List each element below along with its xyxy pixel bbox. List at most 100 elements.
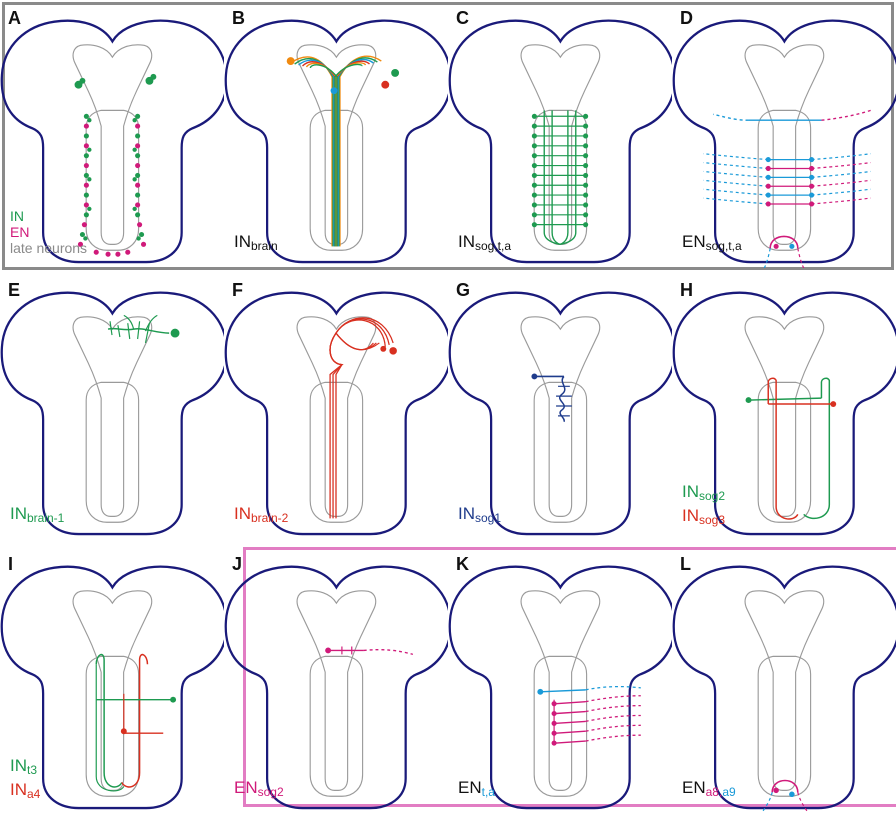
- segment-neuron-soma: [139, 232, 144, 237]
- interneuron-soma: [532, 202, 537, 207]
- efferent-nerve-exit: [821, 110, 870, 120]
- ventral-nerve-cord-outline: [534, 656, 586, 796]
- segment-neuron-soma: [84, 173, 89, 178]
- caption-main: IN: [10, 504, 27, 523]
- efferent-neuron-axon: [556, 721, 586, 723]
- segment-neuron-soma: [87, 207, 91, 211]
- legend-in: IN: [10, 208, 87, 224]
- caption-line-1: INsog2: [682, 482, 725, 506]
- caption-sub: sog2: [258, 785, 284, 799]
- caption-sub-a9: a9: [722, 785, 735, 799]
- embryo-diagram-l: [672, 546, 896, 814]
- caption-sub: sog2: [699, 489, 725, 503]
- caption-sub: brain-2: [251, 511, 288, 525]
- embryo-diagram-f: [224, 272, 448, 540]
- panel-caption: ENa8,a9: [682, 778, 736, 802]
- efferent-nerve-exit: [586, 715, 641, 721]
- embryo-diagram-k: [448, 546, 672, 814]
- efferent-neuron-soma: [809, 175, 814, 180]
- ventral-nerve-cord-outline: [534, 382, 586, 522]
- efferent-neuron-soma: [809, 157, 814, 162]
- panel-label: K: [456, 554, 469, 575]
- brain-neuron-soma: [79, 78, 85, 84]
- segment-neuron-soma: [84, 183, 89, 188]
- panel-caption: INt3 INa4: [10, 756, 40, 804]
- segment-neuron-soma: [135, 114, 140, 119]
- caption-sub: brain-1: [27, 511, 64, 525]
- segment-neuron-soma: [135, 153, 140, 158]
- interneuron-soma: [532, 183, 537, 188]
- interneuron-soma: [746, 397, 752, 403]
- panel-label: G: [456, 280, 470, 301]
- segment-neuron-soma: [135, 163, 140, 168]
- brain-neuron-soma: [171, 329, 180, 338]
- segment-neuron-soma: [132, 118, 136, 122]
- panel-caption: INbrain-1: [10, 504, 64, 528]
- segment-neuron-soma: [84, 163, 89, 168]
- caption-line-1: INt3: [10, 756, 40, 780]
- efferent-neuron-axon: [556, 741, 586, 743]
- efferent-neuron-soma: [809, 193, 814, 198]
- brain-neuropil-outline: [745, 317, 824, 517]
- segment-neuron-soma: [84, 133, 89, 138]
- caption-main: IN: [10, 756, 27, 775]
- panel-b: B INbrain: [224, 0, 448, 268]
- interneuron-soma: [532, 124, 537, 129]
- interneuron-soma: [531, 373, 537, 379]
- efferent-nerve-exit: [812, 171, 871, 177]
- efferent-nerve-exit: [586, 725, 641, 731]
- legend: IN EN late neurons: [10, 208, 87, 256]
- caption-sub: t3: [27, 763, 37, 777]
- segment-neuron-soma: [137, 222, 142, 227]
- segment-neuron-soma: [135, 212, 140, 217]
- ventral-nerve-cord-outline: [310, 656, 362, 796]
- efferent-nerve-exit: [812, 198, 871, 204]
- segment-neuron-soma: [84, 114, 89, 119]
- panel-g: G INsog1: [448, 272, 672, 540]
- panel-caption: ENsog,t,a: [682, 232, 742, 256]
- caption-sub: a4: [27, 787, 40, 801]
- efferent-neuron-axon: [556, 702, 586, 704]
- embryo-diagram-d: [672, 0, 896, 268]
- segment-neuron-soma: [132, 207, 136, 211]
- brain-interneuron-axon: [291, 57, 332, 246]
- interneuron-soma: [532, 114, 537, 119]
- interneuron-soma: [583, 173, 588, 178]
- brain-interneuron-axon: [338, 60, 373, 247]
- efferent-neuron-axon: [540, 690, 585, 692]
- segment-neuron-soma: [132, 177, 136, 181]
- brain-neuropil-outline: [745, 591, 824, 791]
- ventral-nerve-cord-outline: [86, 656, 138, 796]
- embryo-diagram-c: [448, 0, 672, 268]
- interneuron-soma: [532, 133, 537, 138]
- brain-interneuron-axon: [339, 58, 377, 246]
- segment-neuron-soma: [141, 242, 146, 247]
- caption-line-2: INa4: [10, 780, 40, 804]
- efferent-neuron-soma: [766, 193, 771, 198]
- interneuron-soma: [532, 153, 537, 158]
- caption-sub: t,a: [482, 785, 495, 799]
- interneuron-soma: [583, 153, 588, 158]
- panel-i: I INt3 INa4: [0, 546, 224, 814]
- interneuron-longitudinal-axon: [804, 378, 830, 518]
- efferent-neuron-axon: [556, 712, 586, 714]
- brain-neuropil-outline: [745, 45, 824, 245]
- brain-neuron-soma: [150, 74, 156, 80]
- caption-sub: sog3: [699, 513, 725, 527]
- interneuron-longitudinal-axon: [96, 655, 122, 787]
- segment-neuron-soma: [135, 183, 140, 188]
- embryo-diagram-j: [224, 546, 448, 814]
- ventral-nerve-cord-outline: [86, 110, 138, 250]
- interneuron-soma: [532, 143, 537, 148]
- terminal-neuron-soma: [105, 252, 110, 257]
- panel-h: H INsog2 INsog3: [672, 272, 896, 540]
- interneuron-longitudinal-axon: [96, 664, 124, 791]
- interneuron-soma: [583, 163, 588, 168]
- panel-label: E: [8, 280, 20, 301]
- brain-neuropil-outline: [521, 317, 600, 517]
- legend-en: EN: [10, 224, 87, 240]
- brain-neuron-soma: [389, 347, 396, 354]
- panel-caption: INsog1: [458, 504, 501, 528]
- efferent-neuron-soma: [809, 201, 814, 206]
- ventral-nerve-cord-outline: [758, 110, 810, 250]
